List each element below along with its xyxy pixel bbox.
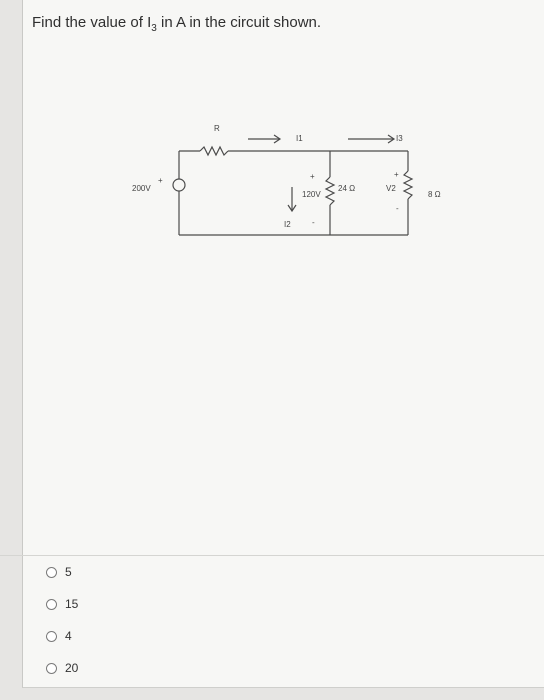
question-suffix: in A in the circuit shown. (156, 14, 322, 31)
i2-label: I2 (284, 220, 291, 229)
option-3[interactable]: 4 (46, 620, 78, 652)
circuit-diagram: R I1 I3 200V + I2 + 120V - 24 Ω + V2 - 8… (132, 124, 441, 236)
r-label: R (214, 124, 220, 133)
question-text: Find the value of I3 in A in the circuit… (32, 14, 321, 34)
source-plus: + (158, 176, 163, 185)
i3-label: I3 (396, 134, 403, 143)
radio-button[interactable] (46, 566, 57, 578)
option-label: 15 (65, 597, 79, 611)
r120-plus: + (310, 172, 315, 181)
option-label: 4 (65, 629, 72, 643)
r24-label: 24 Ω (338, 184, 355, 193)
question-prefix: Find the value of I (32, 14, 152, 31)
v2-minus: - (396, 204, 399, 213)
resistor-120 (324, 176, 336, 206)
answer-options: 5 15 4 20 (46, 556, 78, 684)
i1-label: I1 (296, 134, 303, 143)
resistor-8 (402, 170, 414, 200)
option-2[interactable]: 15 (46, 588, 78, 620)
radio-button[interactable] (46, 630, 57, 642)
question-card (22, 0, 544, 688)
radio-button[interactable] (46, 662, 57, 674)
r120-label: 120V (302, 190, 321, 199)
option-label: 20 (65, 661, 79, 675)
v2-label: V2 (386, 184, 396, 193)
v2-plus: + (394, 170, 399, 179)
radio-button[interactable] (46, 598, 57, 610)
r-resistor (199, 145, 229, 157)
option-4[interactable]: 20 (46, 652, 78, 684)
r120-minus: - (312, 218, 315, 227)
r8-label: 8 Ω (428, 190, 441, 199)
source-label: 200V (132, 184, 151, 193)
option-1[interactable]: 5 (46, 556, 78, 588)
question-subscript: 3 (151, 23, 157, 34)
divider (0, 555, 544, 556)
voltage-source-200v (172, 178, 186, 192)
option-label: 5 (65, 565, 72, 579)
